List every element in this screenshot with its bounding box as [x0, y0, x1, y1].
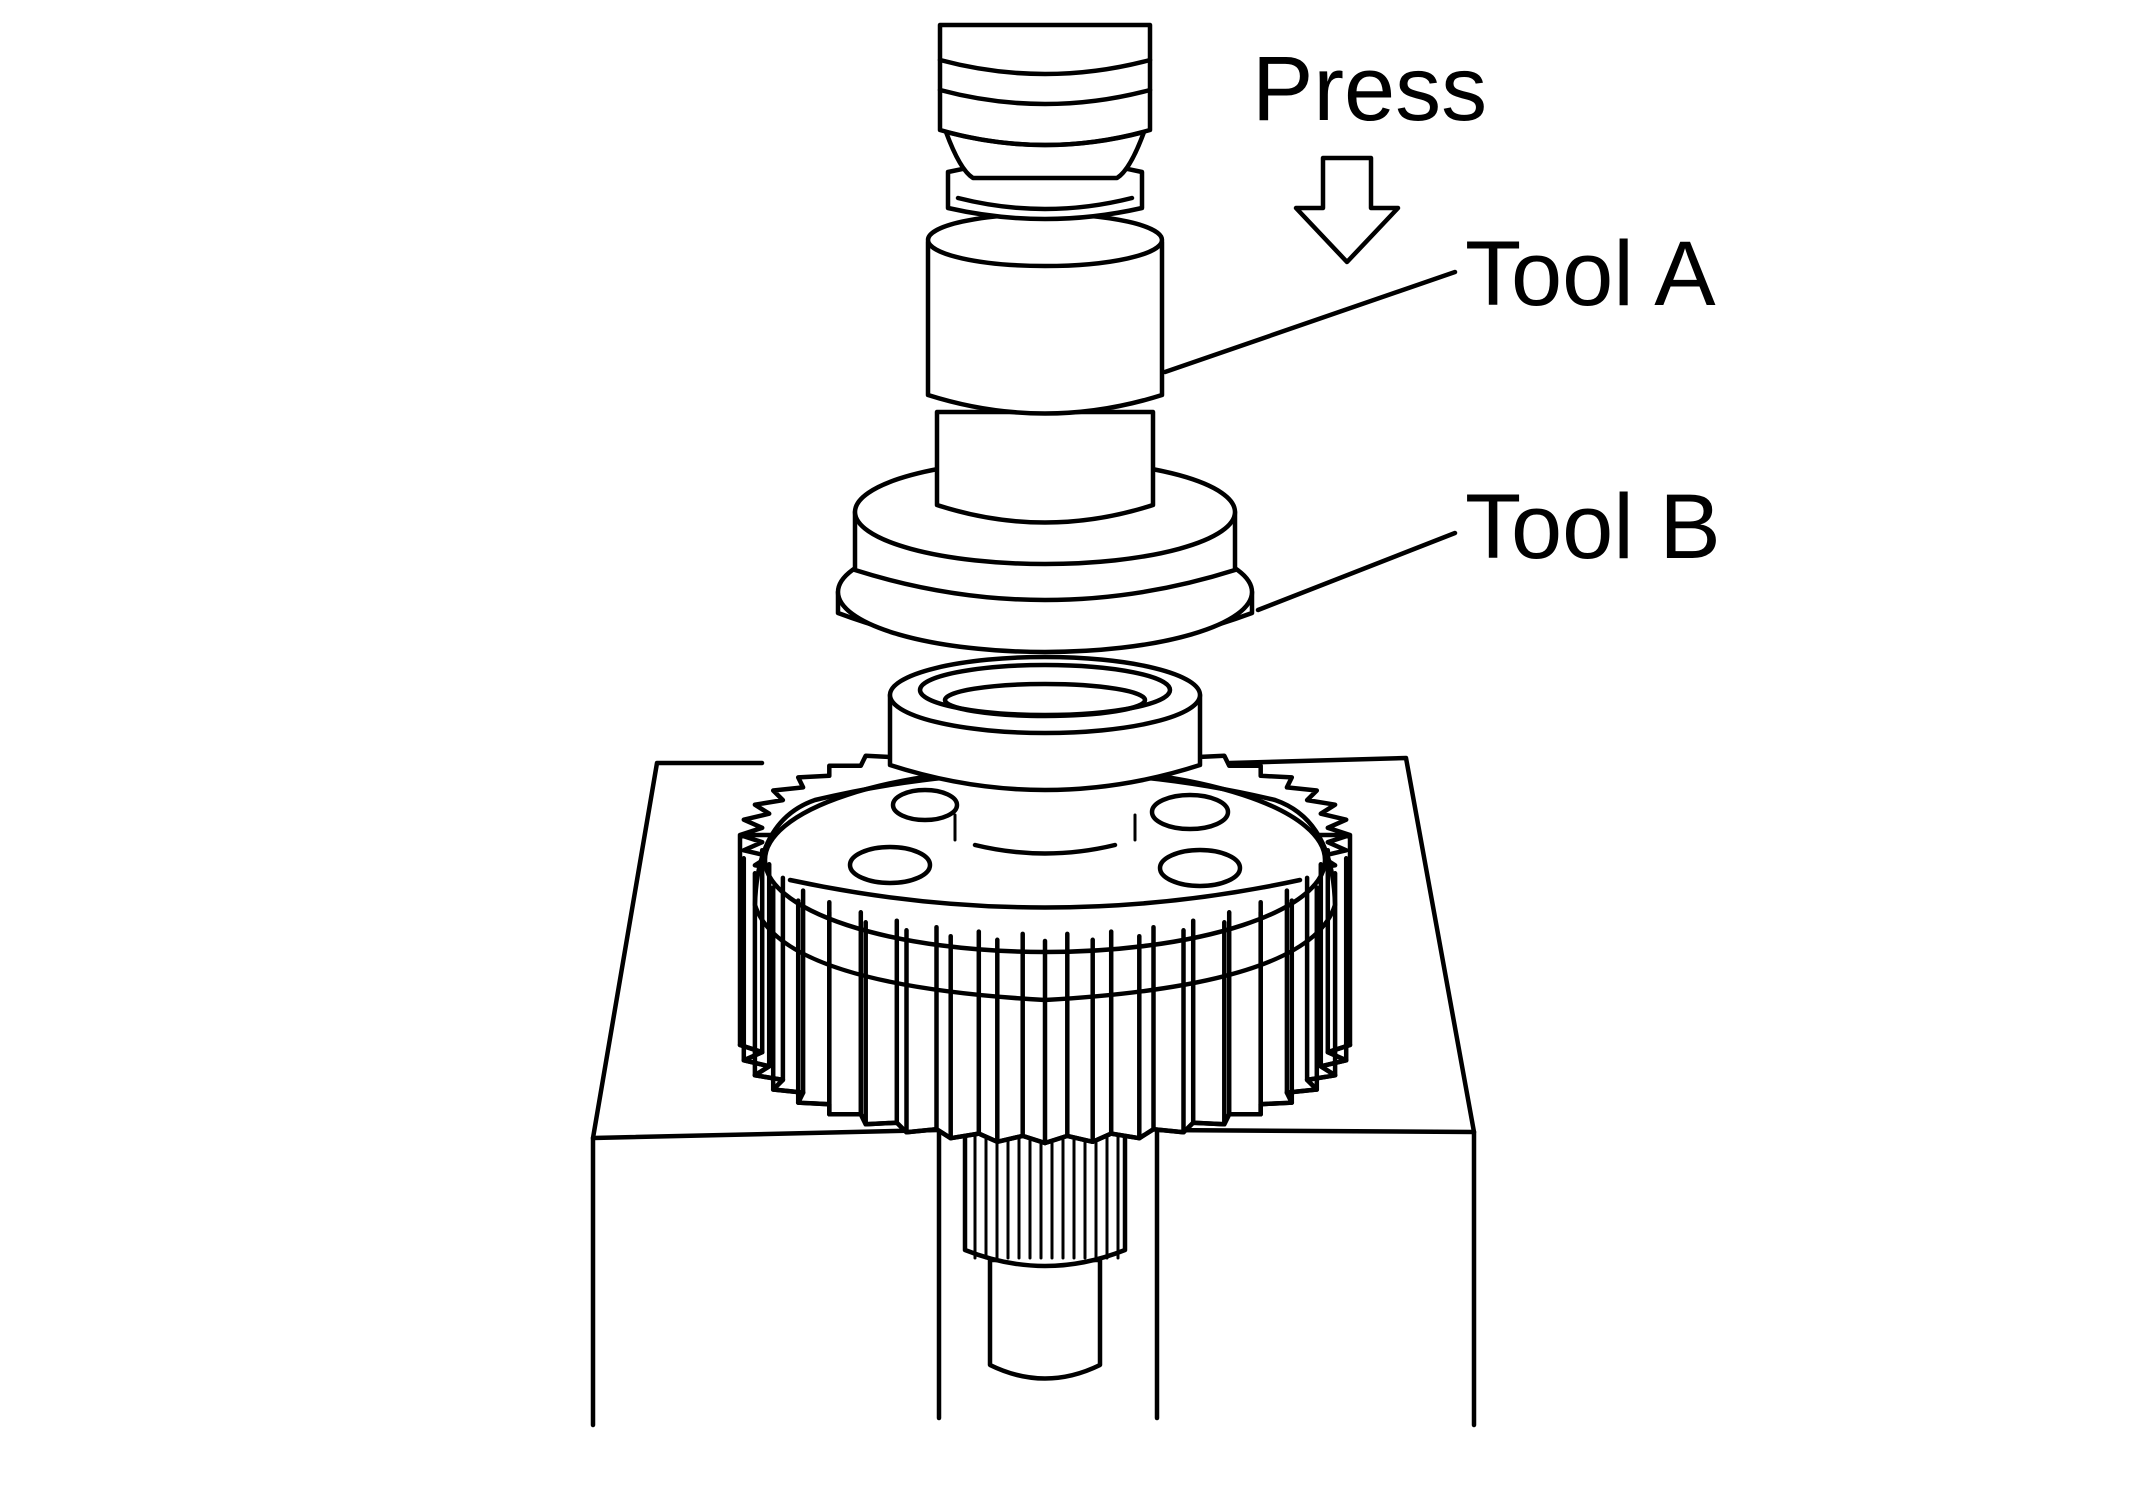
tool-b-leader-line: [1255, 530, 1458, 613]
tool-b-label: Tool B: [1465, 476, 1721, 578]
tool-a-label: Tool A: [1465, 223, 1716, 325]
gear-hole-4: [1149, 792, 1231, 832]
gear: [737, 734, 1353, 1146]
press-label: Press: [1252, 38, 1487, 140]
gear-hole-2: [1157, 847, 1243, 889]
gear-hole-1: [847, 844, 933, 886]
gear-tooth-ridges: [741, 847, 1349, 1146]
press-arrow-icon: [1293, 155, 1401, 265]
gear-bottom-edge: [737, 1042, 1353, 1146]
gear-hole-3: [890, 787, 960, 823]
tool-b: [835, 457, 1255, 655]
tool-a: [925, 22, 1165, 525]
tool-a-leader-line: [1162, 269, 1458, 375]
bearing: [887, 654, 1203, 793]
